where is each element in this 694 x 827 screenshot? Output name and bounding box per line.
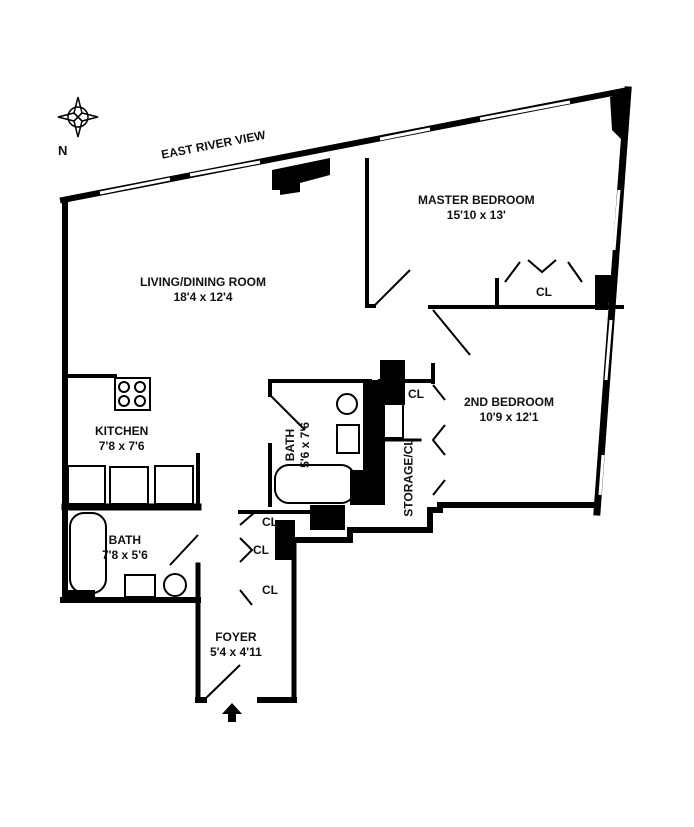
room-name: 2ND BEDROOM (464, 395, 555, 409)
closet-door (504, 261, 521, 283)
closet-door (431, 424, 446, 456)
room-name: FOYER (215, 630, 257, 644)
closet-door (239, 589, 253, 606)
closet-label: CL (253, 543, 269, 557)
window (479, 100, 571, 121)
closet-door (239, 537, 254, 563)
window (189, 160, 261, 177)
room-name: BATH (282, 428, 297, 462)
bathtub (274, 464, 356, 504)
window (612, 189, 621, 251)
bath-sink (124, 574, 156, 598)
entry-arrow-icon (222, 703, 242, 722)
closet-door (239, 511, 256, 526)
room-size: 18'4 x 12'4 (173, 290, 233, 304)
room-name: LIVING/DINING ROOM (140, 275, 266, 289)
column (610, 90, 628, 140)
room-size: 7'8 x 7'6 (98, 439, 145, 453)
closet-label: CL (262, 583, 278, 597)
exterior-wall-east (593, 86, 632, 516)
stove (114, 377, 151, 411)
room-size: 10'9 x 12'1 (479, 410, 539, 424)
bath-sink (336, 424, 360, 454)
closet-label: CL (408, 387, 424, 401)
door (269, 394, 306, 431)
closet-label: CL (536, 285, 552, 299)
toilet (336, 393, 358, 415)
closet-door (432, 479, 446, 496)
column (310, 505, 345, 530)
compass-icon (57, 96, 99, 138)
room-size: 5'6 x 7'6 (297, 422, 312, 468)
window (379, 127, 431, 141)
toilet (163, 573, 187, 597)
window (604, 319, 613, 381)
room-size: 5'4 x 4'11 (210, 645, 262, 659)
wall (291, 502, 600, 543)
window (99, 177, 171, 195)
chimney-mass (272, 158, 330, 195)
closet-label: CL (262, 515, 278, 529)
room-size: 15'10 x 13' (446, 208, 506, 222)
column (275, 520, 295, 560)
room-name: MASTER BEDROOM (418, 193, 535, 207)
column (595, 275, 612, 310)
refrigerator (154, 465, 194, 505)
room-storage: STORAGE/CL (401, 438, 416, 517)
room-size: 7'8 x 5'6 (102, 548, 148, 562)
closet-door (567, 261, 583, 283)
closet-door (527, 259, 557, 274)
bathtub (69, 512, 107, 594)
wall (365, 158, 376, 308)
room-name: BATH (108, 533, 142, 547)
door (432, 309, 471, 356)
door (169, 534, 199, 566)
door (373, 269, 411, 307)
washer (377, 402, 404, 439)
sink (67, 465, 106, 505)
window (598, 454, 605, 496)
closet-door (432, 384, 446, 401)
compass-north-label: N (58, 143, 68, 158)
room-name: KITCHEN (95, 424, 149, 438)
entry-door (203, 664, 241, 701)
dishwasher (109, 466, 149, 505)
